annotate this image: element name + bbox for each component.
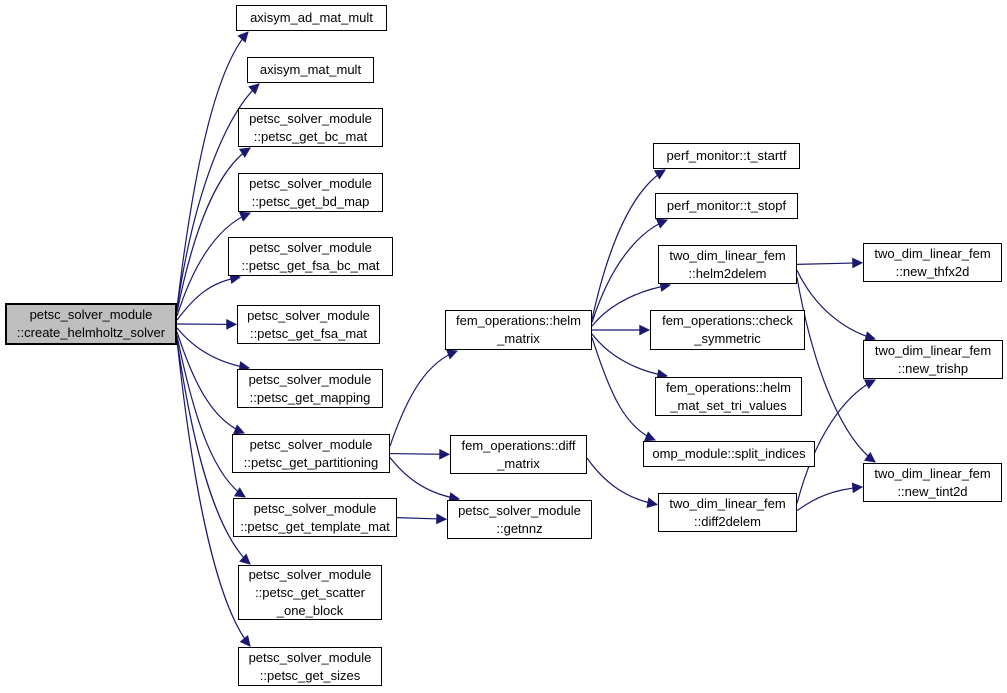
node-petsc-get-bd-map[interactable]: petsc_solver_module ::petsc_get_bd_map — [238, 173, 383, 212]
node-label: perf_monitor::t_stopf — [666, 198, 787, 213]
node-label: petsc_solver_module ::petsc_get_sizes — [248, 649, 372, 683]
node-label: perf_monitor::t_startf — [666, 148, 787, 163]
node-label: omp_module::split_indices — [652, 446, 806, 461]
node-label: two_dim_linear_fem ::new_thfx2d — [874, 245, 991, 279]
node-new-thfx2d[interactable]: two_dim_linear_fem ::new_thfx2d — [863, 243, 1002, 282]
node-label: fem_operations::helm _matrix — [455, 313, 581, 346]
node-label: petsc_solver_module ::getnnz — [458, 502, 581, 536]
node-label: petsc_solver_module ::petsc_get_mapping — [248, 371, 372, 405]
edge-diff2delem-to-new-tint2d — [796, 482, 864, 512]
edge-petsc-get-partitioning-to-helm-matrix — [389, 349, 459, 447]
node-axisym-ad-mat-mult[interactable]: axisym_ad_mat_mult — [236, 5, 387, 31]
edge-petsc-get-partitioning-to-diff-matrix — [389, 448, 451, 460]
node-petsc-get-sizes[interactable]: petsc_solver_module ::petsc_get_sizes — [238, 647, 382, 686]
node-label: petsc_solver_module ::petsc_get_scatter … — [248, 566, 372, 618]
node-label: two_dim_linear_fem ::new_tint2d — [874, 465, 991, 499]
edge-create-helmholtz-solver-to-petsc-get-template-mat — [176, 335, 246, 498]
node-label: two_dim_linear_fem ::new_trishp — [874, 342, 992, 376]
node-split-indices[interactable]: omp_module::split_indices — [643, 441, 815, 467]
node-petsc-get-scatter-one-block[interactable]: petsc_solver_module ::petsc_get_scatter … — [238, 565, 382, 620]
edge-helm-matrix-to-helm-mat-set-tri-values — [591, 333, 669, 380]
edge-helm-matrix-to-split-indices — [591, 337, 656, 442]
node-diff-matrix[interactable]: fem_operations::diff _matrix — [450, 435, 587, 474]
edge-create-helmholtz-solver-to-petsc-get-bc-mat — [176, 147, 251, 313]
edge-create-helmholtz-solver-to-petsc-get-bd-map — [176, 211, 251, 317]
edge-helm-matrix-to-t-stopf — [591, 218, 668, 323]
node-label: petsc_solver_module ::create_helmholtz_s… — [16, 307, 166, 340]
edge-create-helmholtz-solver-to-petsc-get-fsa-bc-mat — [176, 273, 242, 321]
edge-create-helmholtz-solver-to-axisym-ad-mat-mult — [176, 31, 249, 309]
node-helm2delem[interactable]: two_dim_linear_fem ::helm2delem — [658, 245, 797, 284]
edge-create-helmholtz-solver-to-petsc-get-mapping — [176, 327, 251, 372]
edge-helm-matrix-to-t-startf — [591, 169, 666, 320]
node-axisym-mat-mult[interactable]: axisym_mat_mult — [247, 57, 374, 83]
node-label: petsc_solver_module ::petsc_get_partitio… — [243, 436, 379, 470]
edge-petsc-get-partitioning-to-getnnz — [389, 457, 461, 503]
node-label: petsc_solver_module ::petsc_get_template… — [240, 500, 390, 534]
edge-helm-matrix-to-helm2delem — [591, 281, 672, 327]
node-new-trishp[interactable]: two_dim_linear_fem ::new_trishp — [863, 340, 1003, 379]
edge-create-helmholtz-solver-to-axisym-mat-mult — [176, 83, 260, 309]
node-helm-mat-set-tri-values[interactable]: fem_operations::helm _mat_set_tri_values — [655, 377, 802, 416]
node-label: petsc_solver_module ::petsc_get_fsa_mat — [247, 307, 370, 341]
node-petsc-get-bc-mat[interactable]: petsc_solver_module ::petsc_get_bc_mat — [238, 108, 383, 147]
edge-diff2delem-to-new-trishp — [796, 379, 876, 504]
edge-create-helmholtz-solver-to-petsc-get-sizes — [176, 339, 251, 647]
edge-petsc-get-template-mat-to-getnnz — [396, 513, 448, 525]
node-create-helmholtz-solver: petsc_solver_module ::create_helmholtz_s… — [5, 303, 177, 345]
edge-create-helmholtz-solver-to-petsc-get-partitioning — [176, 331, 246, 435]
node-petsc-get-mapping[interactable]: petsc_solver_module ::petsc_get_mapping — [237, 369, 383, 408]
node-label: two_dim_linear_fem ::diff2delem — [669, 495, 786, 529]
node-label: two_dim_linear_fem ::helm2delem — [669, 247, 786, 281]
node-label: fem_operations::check _symmetric — [662, 313, 793, 346]
node-label: fem_operations::helm _mat_set_tri_values — [665, 379, 791, 413]
node-label: axisym_mat_mult — [259, 62, 362, 77]
edge-helm2delem-to-new-trishp — [796, 269, 877, 342]
node-petsc-get-partitioning[interactable]: petsc_solver_module ::petsc_get_partitio… — [232, 434, 390, 473]
node-label: petsc_solver_module ::petsc_get_fsa_bc_m… — [241, 239, 380, 273]
node-label: fem_operations::diff _matrix — [461, 437, 576, 471]
node-petsc-get-fsa-bc-mat[interactable]: petsc_solver_module ::petsc_get_fsa_bc_m… — [228, 237, 393, 276]
edge-helm2delem-to-new-thfx2d — [796, 257, 864, 269]
node-helm-matrix[interactable]: fem_operations::helm _matrix — [445, 310, 592, 350]
node-new-tint2d[interactable]: two_dim_linear_fem ::new_tint2d — [863, 463, 1002, 502]
node-petsc-get-fsa-mat[interactable]: petsc_solver_module ::petsc_get_fsa_mat — [237, 305, 380, 344]
node-check-symmetric[interactable]: fem_operations::check _symmetric — [650, 310, 805, 350]
node-label: petsc_solver_module ::petsc_get_bd_map — [249, 175, 372, 209]
edge-diff-matrix-to-diff2delem — [586, 457, 659, 509]
node-petsc-get-template-mat[interactable]: petsc_solver_module ::petsc_get_template… — [233, 498, 397, 537]
node-t-stopf[interactable]: perf_monitor::t_stopf — [655, 193, 798, 219]
node-t-startf[interactable]: perf_monitor::t_startf — [653, 143, 800, 169]
node-diff2delem[interactable]: two_dim_linear_fem ::diff2delem — [658, 493, 797, 532]
node-label: axisym_ad_mat_mult — [250, 10, 373, 25]
edge-create-helmholtz-solver-to-petsc-get-scatter-one-block — [176, 339, 251, 565]
node-getnnz[interactable]: petsc_solver_module ::getnnz — [447, 500, 592, 539]
node-label: petsc_solver_module ::petsc_get_bc_mat — [249, 110, 372, 144]
